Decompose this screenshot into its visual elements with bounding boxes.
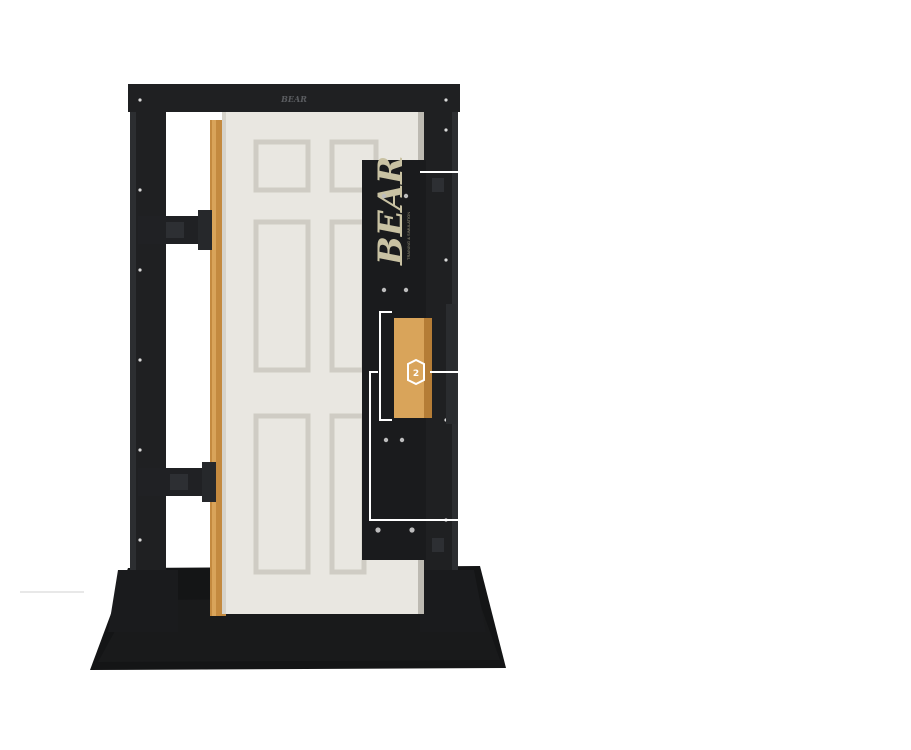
keeper-bottom bbox=[432, 538, 444, 552]
callout-lines bbox=[369, 171, 462, 521]
hinge-lower bbox=[138, 462, 216, 502]
door-hinge-edge bbox=[222, 112, 226, 614]
callout-badge-2: 2 bbox=[407, 358, 425, 386]
frame-header bbox=[128, 84, 460, 112]
lock-bar bbox=[446, 304, 456, 424]
wood-jamb-highlight bbox=[212, 120, 216, 616]
frame-left-foot bbox=[108, 570, 178, 632]
plate-brand-logo: BEAR bbox=[371, 156, 411, 266]
frame-header-imprint: BEAR bbox=[280, 94, 307, 104]
frame-right-foot bbox=[420, 570, 486, 632]
plate-bolts bbox=[375, 193, 415, 533]
hinge-upper bbox=[138, 210, 212, 250]
callout-badge-label: 2 bbox=[413, 369, 419, 379]
plate-brand-subtext: TRAINING & SIMULATION bbox=[406, 212, 411, 260]
frame-left-post-edge bbox=[130, 86, 136, 626]
breach-wood-block-shade bbox=[424, 318, 432, 418]
keeper-top bbox=[432, 178, 444, 192]
